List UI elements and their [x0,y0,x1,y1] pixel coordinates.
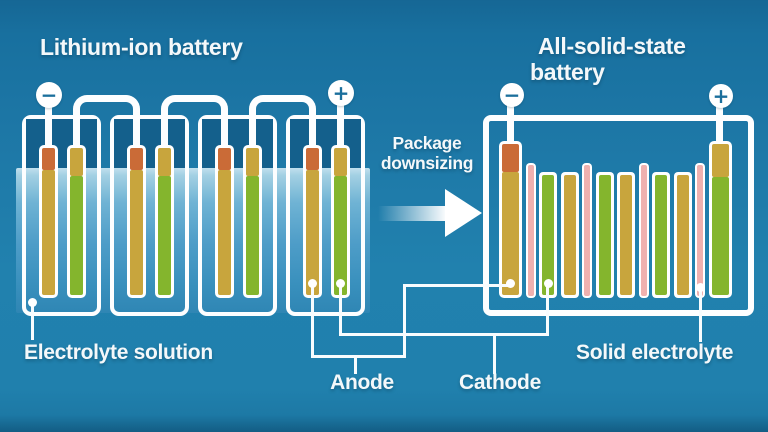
cathode-collector-cap [334,148,347,176]
solid-electrolyte-body [697,165,703,296]
anode-electrode [39,145,58,298]
anode-body [563,175,576,295]
cathode-electrode [331,145,350,298]
minus-icon: − [503,83,521,107]
anode-body [676,175,689,295]
cathode-label: Cathode [459,371,541,394]
cathode-collector-body [711,177,729,295]
cathode-body [598,175,611,295]
anode-collector-cap [130,148,143,170]
cathode-collector-bar [708,141,732,298]
solid-state-title-line2: battery [530,59,605,85]
solid-electrolyte-body [527,165,534,296]
plus-icon: + [712,84,730,108]
anode-collector-bar [499,141,522,298]
liion-anode-dot [308,278,317,288]
wire-bridge-3 [249,95,316,148]
solid-electrolyte-pointer-line [698,287,702,342]
solid-electrolyte-bar [582,163,592,298]
cathode-pointer-line-a [339,283,342,336]
cathode-bar [595,172,614,298]
electrolyte-pointer-line [30,302,34,340]
ss-negative-terminal-wire [507,105,514,147]
ss-anode-dot [506,278,515,288]
solid-electrolyte-bar [695,163,705,298]
cathode-body [655,175,667,295]
package-downsizing-label: Package downsizing [380,133,474,173]
battery-cell [198,115,277,316]
ss-cathode-dot [543,278,553,288]
cathode-collector-cap [711,144,729,177]
anode-pointer-line-b [311,354,406,358]
anode-bar [560,172,579,298]
cathode-body [158,176,171,295]
liion-title: Lithium-ion battery [40,34,243,60]
plus-icon: + [332,81,350,105]
solid-electrolyte-dot [695,282,705,292]
anode-electrode [127,145,146,298]
ss-positive-terminal-wire [716,105,723,147]
battery-cell [286,115,365,316]
cathode-pointer-line-b [339,333,549,336]
minus-icon: − [40,83,58,107]
wire-bridge-2 [161,95,228,148]
anode-electrode [303,145,322,298]
anode-pointer-line-d [403,284,511,287]
cathode-body [70,176,83,295]
anode-pointer-line-c [403,284,406,357]
anode-body [218,170,231,295]
anode-label: Anode [330,371,394,394]
anode-collector-cap [42,148,55,170]
cathode-electrode [243,145,262,298]
positive-terminal-wire [337,103,344,150]
electrolyte-solution-label: Electrolyte solution [24,341,213,364]
anode-collector-body [502,172,519,295]
anode-body [42,170,55,295]
electrolyte-pointer-dot [27,297,37,307]
ss-negative-terminal: − [500,83,524,107]
cathode-collector-cap [246,148,259,176]
solid-electrolyte-label: Solid electrolyte [576,341,734,364]
liion-negative-terminal: − [36,82,62,108]
cathode-pointer-stub [493,334,496,374]
anode-collector-cap [218,148,231,170]
cathode-collector-cap [158,148,171,176]
solid-electrolyte-bar [638,163,649,298]
cathode-body [542,175,554,295]
anode-body [620,175,632,295]
liion-positive-terminal: + [328,80,354,106]
solid-state-case [483,115,754,316]
ss-positive-terminal: + [709,84,733,108]
right-arrow-head-icon [445,189,482,237]
anode-collector-cap [502,144,519,172]
liion-cathode-dot [336,278,345,288]
solid-state-title-line1: All-solid-state [538,33,686,59]
anode-bar [673,172,692,298]
anode-body [306,170,319,295]
solid-electrolyte-bar [525,163,536,298]
anode-pointer-stub [353,356,357,374]
cathode-electrode [67,145,86,298]
anode-electrode [215,145,234,298]
cathode-collector-cap [70,148,83,176]
battery-cell [110,115,189,316]
anode-body [130,170,143,295]
cathode-bar [652,172,670,298]
cathode-body [246,176,259,295]
wire-bridge-1 [73,95,140,148]
right-arrow-icon [378,206,445,221]
cathode-bar [539,172,557,298]
cathode-body [334,176,347,295]
negative-terminal-wire [45,103,52,150]
battery-cell [22,115,101,316]
anode-collector-cap [306,148,319,170]
solid-electrolyte-body [584,165,590,296]
cathode-pointer-line-c [546,283,549,335]
solid-electrolyte-body [640,165,647,296]
anode-pointer-line-a [311,283,314,357]
anode-bar [617,172,635,298]
cathode-electrode [155,145,174,298]
